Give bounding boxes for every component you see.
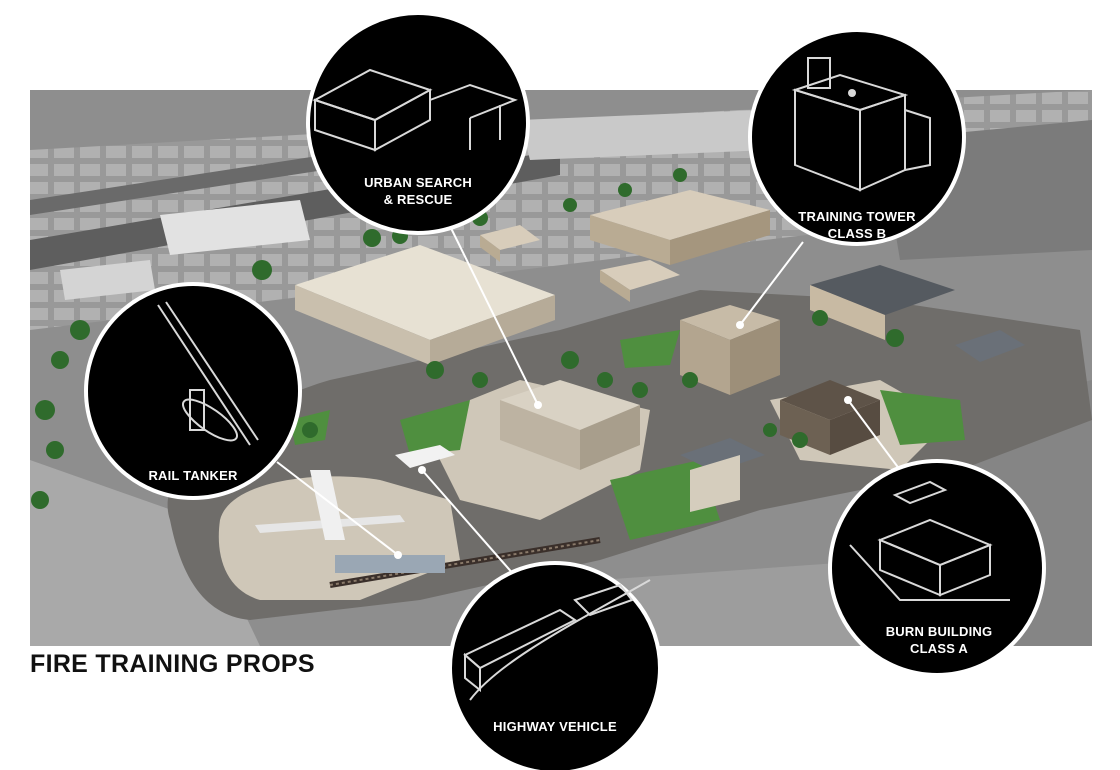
page-title: FIRE TRAINING PROPS xyxy=(30,650,315,678)
callout-burn-building xyxy=(828,459,1046,677)
label-line: BURN BUILDING xyxy=(885,624,993,639)
leader-lines xyxy=(276,221,901,585)
label-line: HIGHWAY VEHICLE xyxy=(493,719,617,734)
site-buildings xyxy=(255,190,1025,573)
label-line: CLASS B xyxy=(827,226,887,241)
callout-rail-tanker xyxy=(84,282,302,500)
callout-highway-vehicle xyxy=(448,561,662,770)
label-line: & RESCUE xyxy=(383,192,453,207)
trees xyxy=(31,168,904,509)
label-rail-tanker: RAIL TANKER xyxy=(128,467,258,484)
label-urban-search-rescue: URBAN SEARCH & RESCUE xyxy=(346,174,490,208)
label-burn-building: BURN BUILDING CLASS A xyxy=(866,623,1012,657)
label-line: TRAINING TOWER xyxy=(798,209,916,224)
label-line: RAIL TANKER xyxy=(148,468,238,483)
label-line: CLASS A xyxy=(910,641,968,656)
label-highway-vehicle: HIGHWAY VEHICLE xyxy=(480,718,630,735)
callout-urban-search-rescue xyxy=(306,11,530,235)
label-line: URBAN SEARCH xyxy=(364,175,472,190)
leader-dots xyxy=(394,321,852,559)
label-training-tower: TRAINING TOWER CLASS B xyxy=(780,208,934,242)
callout-training-tower xyxy=(748,28,966,246)
